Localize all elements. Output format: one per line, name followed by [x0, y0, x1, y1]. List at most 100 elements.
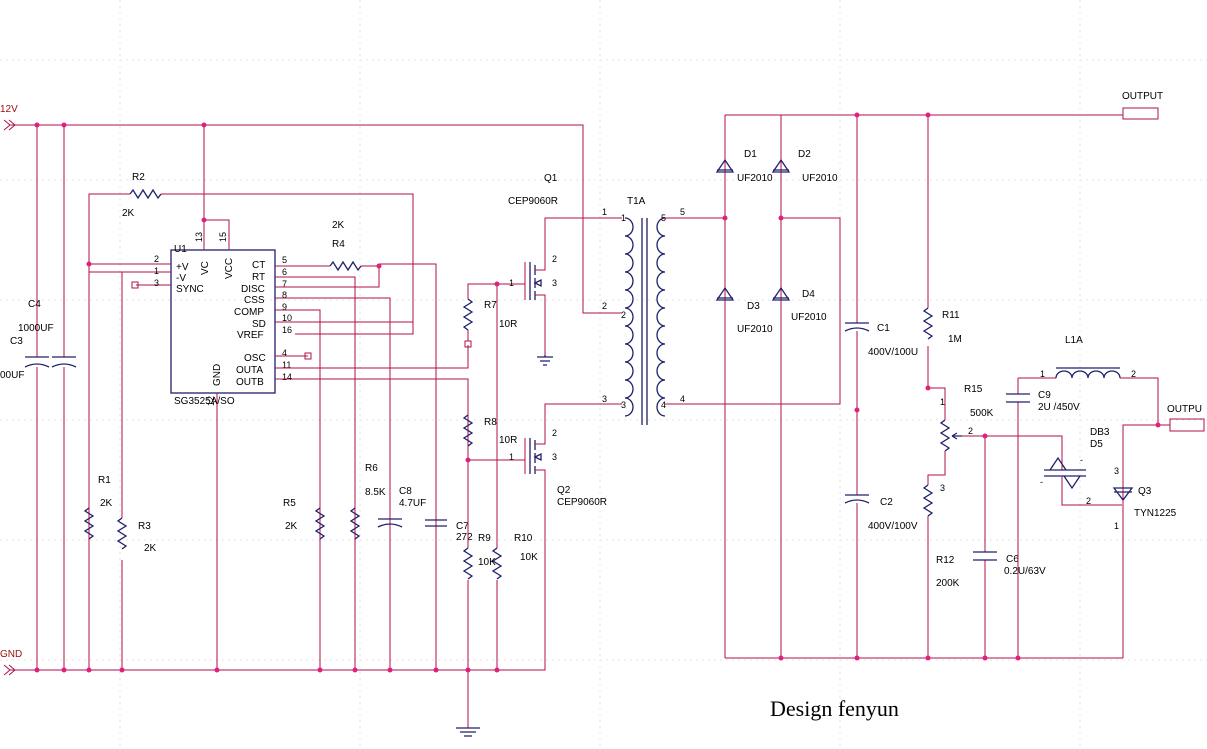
u1-pin-num-10: 10: [282, 313, 292, 323]
c7-value: 272: [456, 532, 473, 543]
resistor-r1: [83, 507, 95, 540]
u1-pin-num-11: 11: [282, 360, 291, 370]
c6-value: 0.2U/63V: [1004, 566, 1046, 577]
d2-ref: D2: [798, 149, 811, 160]
r15-value: 500K: [970, 408, 994, 419]
r7-ref: R7: [484, 300, 497, 311]
c4-value: 1000UF: [18, 323, 54, 334]
u1-pin-label-pv: +V: [176, 262, 189, 273]
u1-pin-num-12: 12: [206, 396, 216, 406]
output-right-connector: [1169, 418, 1205, 432]
mosfet-q1: [524, 217, 622, 366]
c4-ref: C4: [28, 299, 41, 310]
q3-pin-1: 1: [1114, 521, 1119, 531]
u1-pin-num-2: 2: [154, 254, 159, 264]
resistor-r11: [922, 115, 946, 420]
q1-ref: Q1: [544, 173, 558, 184]
u1-pin-label-mv: -V: [176, 273, 186, 284]
scr-q3: [1112, 487, 1134, 658]
mosfet-q2: [524, 403, 622, 600]
resistor-r6: [349, 507, 361, 540]
u1-pin-num-4: 4: [282, 348, 287, 358]
d2-value: UF2010: [802, 173, 838, 184]
resistor-r7: [462, 283, 525, 341]
d1-ref: D1: [744, 149, 757, 160]
u1-pin-num-3: 3: [154, 278, 159, 288]
r15-ref: R15: [964, 384, 983, 395]
u1-pin-num-6: 6: [282, 267, 287, 277]
d3-value: UF2010: [737, 324, 773, 335]
q1-pin-2: 2: [552, 254, 557, 264]
c6-ref: C6: [1006, 554, 1019, 565]
l1a-pin-2: 2: [1131, 369, 1136, 379]
capacitor-c6: [973, 436, 997, 658]
u1-pin-num-7: 7: [282, 279, 287, 289]
net-label-12v: 12V: [0, 104, 18, 115]
u1-pin-label-disc: DISC: [241, 284, 265, 295]
q2-value: CEP9060R: [557, 497, 607, 508]
output-right-label: OUTPU: [1167, 404, 1202, 415]
capacitor-c3: [24, 125, 50, 670]
u1-pin-label-sync: SYNC: [176, 284, 204, 295]
db3-ref: DB3: [1090, 427, 1110, 438]
t1-pri-pin-2: 2: [602, 301, 607, 311]
u1-pin-num-8: 8: [282, 290, 287, 300]
t1-pri-in-pin-3: 3: [621, 400, 626, 410]
r6-value: 8.5K: [365, 487, 386, 498]
u1-pin-num-14: 14: [282, 372, 292, 382]
c7-ref: C7: [456, 521, 469, 532]
db3-pin-a: -: [1040, 477, 1043, 487]
u1-ref: U1: [174, 244, 187, 255]
r15-pin-2: 2: [968, 426, 973, 436]
resistor-r9: [456, 460, 480, 737]
q1-pin-1: 1: [509, 278, 514, 288]
u1-pin-label-rt: RT: [252, 272, 265, 283]
u1-pin-label-outb: OUTB: [236, 377, 264, 388]
t1-pri-in-pin-1: 1: [621, 213, 626, 223]
resistor-r8: [462, 400, 525, 461]
u1-pin-label-vc: VC: [200, 261, 211, 275]
resistor-r12: [922, 484, 934, 658]
r1-ref: R1: [98, 475, 111, 486]
d3-ref: D3: [747, 301, 760, 312]
diac-db3: [1044, 456, 1122, 506]
q2-ref: Q2: [557, 485, 571, 496]
r8-value: 10R: [499, 435, 517, 446]
u1-pin-num-15: 15: [218, 232, 228, 242]
r3-value: 2K: [144, 543, 157, 554]
design-title: Design fenyun: [770, 696, 899, 721]
junction-dots: [34, 112, 1161, 673]
c3-ref: C3: [10, 336, 23, 347]
t1-sec-in-pin-4: 4: [661, 400, 666, 410]
wire-12v-rail: [3, 119, 622, 314]
t1-pri-pin-1: 1: [602, 207, 607, 217]
d1-value: UF2010: [737, 173, 773, 184]
r5-ref: R5: [283, 498, 296, 509]
l1a-ref: L1A: [1065, 335, 1083, 346]
net-label-gnd: GND: [0, 649, 22, 660]
r1-value: 2K: [100, 498, 113, 509]
t1a-ref: T1A: [627, 196, 646, 207]
q2-pin-2: 2: [552, 428, 557, 438]
output-top-connector: [1122, 107, 1159, 120]
r12-ref: R12: [936, 555, 955, 566]
r9-value: 10K: [478, 557, 496, 568]
r4-ref: R4: [332, 239, 345, 250]
r10-value: 10K: [520, 552, 538, 563]
transformer-t1a: [624, 217, 841, 425]
q2-pin-3: 3: [552, 452, 557, 462]
capacitor-c4: [51, 125, 77, 670]
db3-pin-b: -: [1080, 455, 1083, 465]
r15-pin-1: 1: [940, 397, 945, 407]
t1-sec-in-pin-5: 5: [661, 213, 666, 223]
u1-pin-num-13: 13: [194, 232, 204, 242]
c8-ref: C8: [399, 486, 412, 497]
u1-pin-label-vcc: VCC: [224, 258, 235, 279]
u1-pin-num-1: 1: [154, 266, 159, 276]
r11-value: 1M: [948, 334, 962, 345]
q1-value: CEP9060R: [508, 196, 558, 207]
resistor-r2: [88, 188, 414, 670]
r2-value: 2K: [122, 208, 135, 219]
